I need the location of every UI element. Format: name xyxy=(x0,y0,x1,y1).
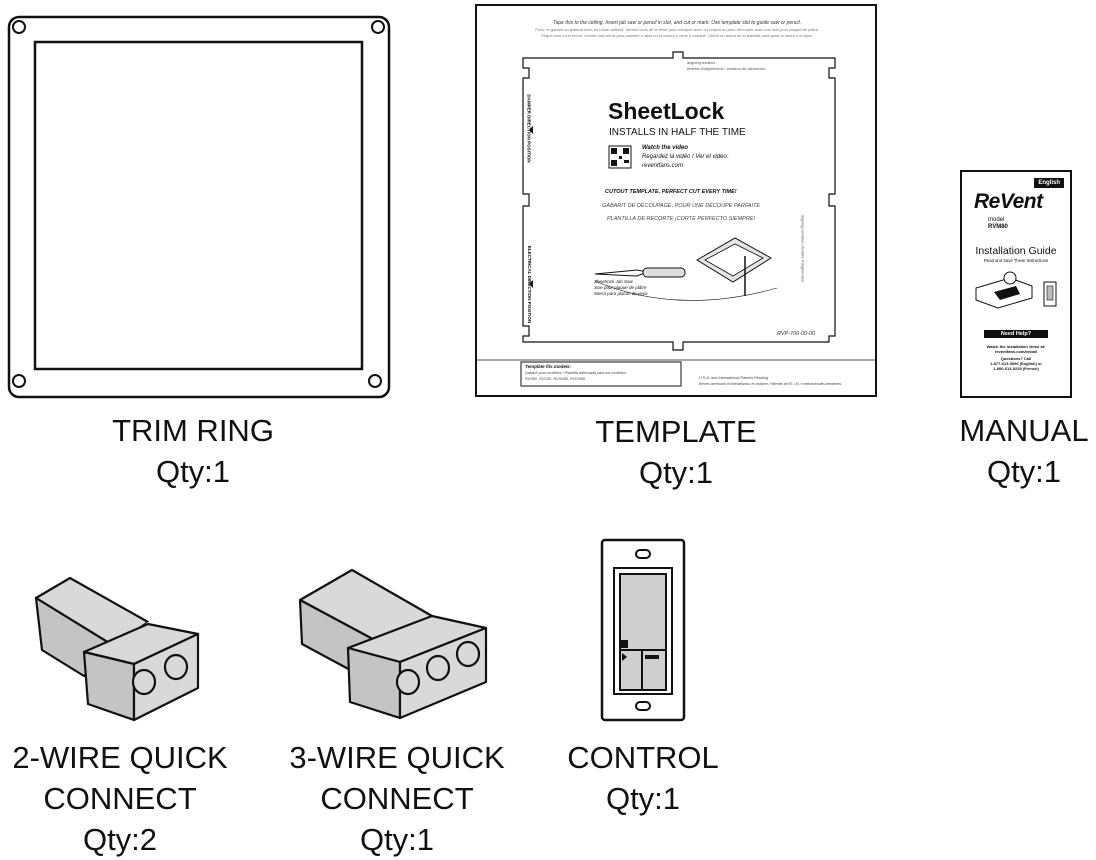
control-qty: Qty:1 xyxy=(605,781,681,816)
template-part-number: RVP-700-00-00 xyxy=(777,331,816,337)
two-wire-name-line-2: CONNECT xyxy=(43,781,197,816)
template-patent-1: U.S.A. and International Patents Pending xyxy=(699,376,769,380)
control-name: CONTROL xyxy=(567,740,719,775)
template-name: TEMPLATE xyxy=(595,414,757,449)
trim-ring-name: TRIM RING xyxy=(112,413,274,448)
qr-code-icon xyxy=(608,145,632,169)
template-top-instruction-es: Pegue esto en el techo. Inserte una sier… xyxy=(541,33,813,38)
damper-direction-label: DAMPER DIRECTION POSITION xyxy=(526,94,532,163)
manual-name: MANUAL xyxy=(959,413,1089,448)
template-fits-line1: Gabarit pour modèles / Plantilla adecuad… xyxy=(525,371,627,375)
three-wire-quick-connect-illustration xyxy=(298,568,488,720)
manual-model-label: model xyxy=(988,217,1005,223)
manual-questions: Questions? Call xyxy=(1000,356,1032,361)
template-label: TEMPLATE Qty:1 xyxy=(526,411,826,493)
sheetlock-logo: SheetLock xyxy=(608,98,725,124)
two-wire-quick-connect-illustration xyxy=(34,576,200,722)
template-top-instruction: Tape this to the ceiling. Insert jab saw… xyxy=(553,20,801,26)
two-wire-name-line-1: 2-WIRE QUICK xyxy=(12,740,228,775)
control-label: CONTROL Qty:1 xyxy=(553,737,733,819)
right-side-label: aligning window / fenêtre d'alignement xyxy=(800,214,806,283)
manual-title: Installation Guide xyxy=(975,245,1057,257)
three-wire-name-line-2: CONNECT xyxy=(320,781,474,816)
three-wire-name-line-1: 3-WIRE QUICK xyxy=(289,740,505,775)
template-top-instruction-fr: Fixez ce gabarit au plafond avec du ruba… xyxy=(534,27,820,32)
jab-saw-icon xyxy=(594,267,778,301)
template-sheet-illustration: Tape this to the ceiling. Insert jab saw… xyxy=(475,4,877,397)
trim-ring-label: TRIM RING Qty:1 xyxy=(43,410,343,492)
template-qty: Qty:1 xyxy=(638,455,714,490)
template-fits-title: Template fits models: xyxy=(525,364,572,369)
aligning-window-label: aligning window xyxy=(687,60,716,65)
two-wire-label: 2-WIRE QUICK CONNECT Qty:2 xyxy=(0,737,240,860)
revent-logo: ReVent xyxy=(974,190,1043,213)
template-fits-line2: RVS80, RVC80, RVSN80, RVCN80 xyxy=(525,377,586,381)
electrical-direction-label: ELECTRICAL DIRECTION POSITION xyxy=(527,245,533,324)
aligning-window-label-alt: fenêtre d'alignement / ventana de alinea… xyxy=(687,66,766,71)
saw-caption-1: Sheetrock Jab Saw xyxy=(594,279,633,284)
ceiling-cutout-icon xyxy=(696,237,772,296)
saw-caption-2: Scie pour plaque de plâtre xyxy=(594,285,647,290)
saw-caption-3: Sierra para placas de yeso xyxy=(594,291,648,296)
watch-video-sub: Regardez la vidéo / Ver el video: xyxy=(642,154,729,160)
three-wire-label: 3-WIRE QUICK CONNECT Qty:1 xyxy=(277,737,517,860)
manual-illustration: English ReVent model RVM80 Installation … xyxy=(960,170,1072,398)
template-patent-2: Brevets américains et internationaux en … xyxy=(699,382,842,386)
watch-video-title: Watch the video xyxy=(642,145,688,151)
manual-subtitle: Read and Save These Instructions xyxy=(983,258,1049,263)
cutout-template-fr: GABARIT DE DÉCOUPAGE, POUR UNE DÉCOUPE P… xyxy=(602,203,760,209)
manual-language-badge: English xyxy=(1034,178,1064,188)
sheetlock-tagline: INSTALLS IN HALF THE TIME xyxy=(609,127,746,138)
fan-icon xyxy=(975,271,1057,309)
two-wire-qty: Qty:2 xyxy=(82,822,158,857)
cutout-template-es: PLANTILLA DE RECORTE ¡CORTE PERFECTO SIE… xyxy=(607,216,756,222)
trim-ring-qty: Qty:1 xyxy=(155,454,231,489)
manual-phone-1: 1-877-613-9696 (English) or xyxy=(990,361,1042,366)
cutout-template-en: CUTOUT TEMPLATE, PERFECT CUT EVERY TIME! xyxy=(605,189,737,195)
need-help-badge: Need Help? xyxy=(984,330,1048,338)
manual-video-line-1: Watch the installation video at: xyxy=(986,344,1046,349)
manual-label: MANUAL Qty:1 xyxy=(944,410,1096,492)
watch-video-url: reventfans.com xyxy=(642,163,684,169)
trim-ring-illustration xyxy=(7,15,391,399)
manual-qty: Qty:1 xyxy=(986,454,1062,489)
manual-phone-2: 1-800-613-9235 (French) xyxy=(993,366,1039,371)
control-switch-illustration xyxy=(600,538,686,722)
manual-model: RVM80 xyxy=(988,224,1008,230)
three-wire-qty: Qty:1 xyxy=(359,822,435,857)
manual-video-line-2: reventfans.com/install xyxy=(994,349,1038,354)
